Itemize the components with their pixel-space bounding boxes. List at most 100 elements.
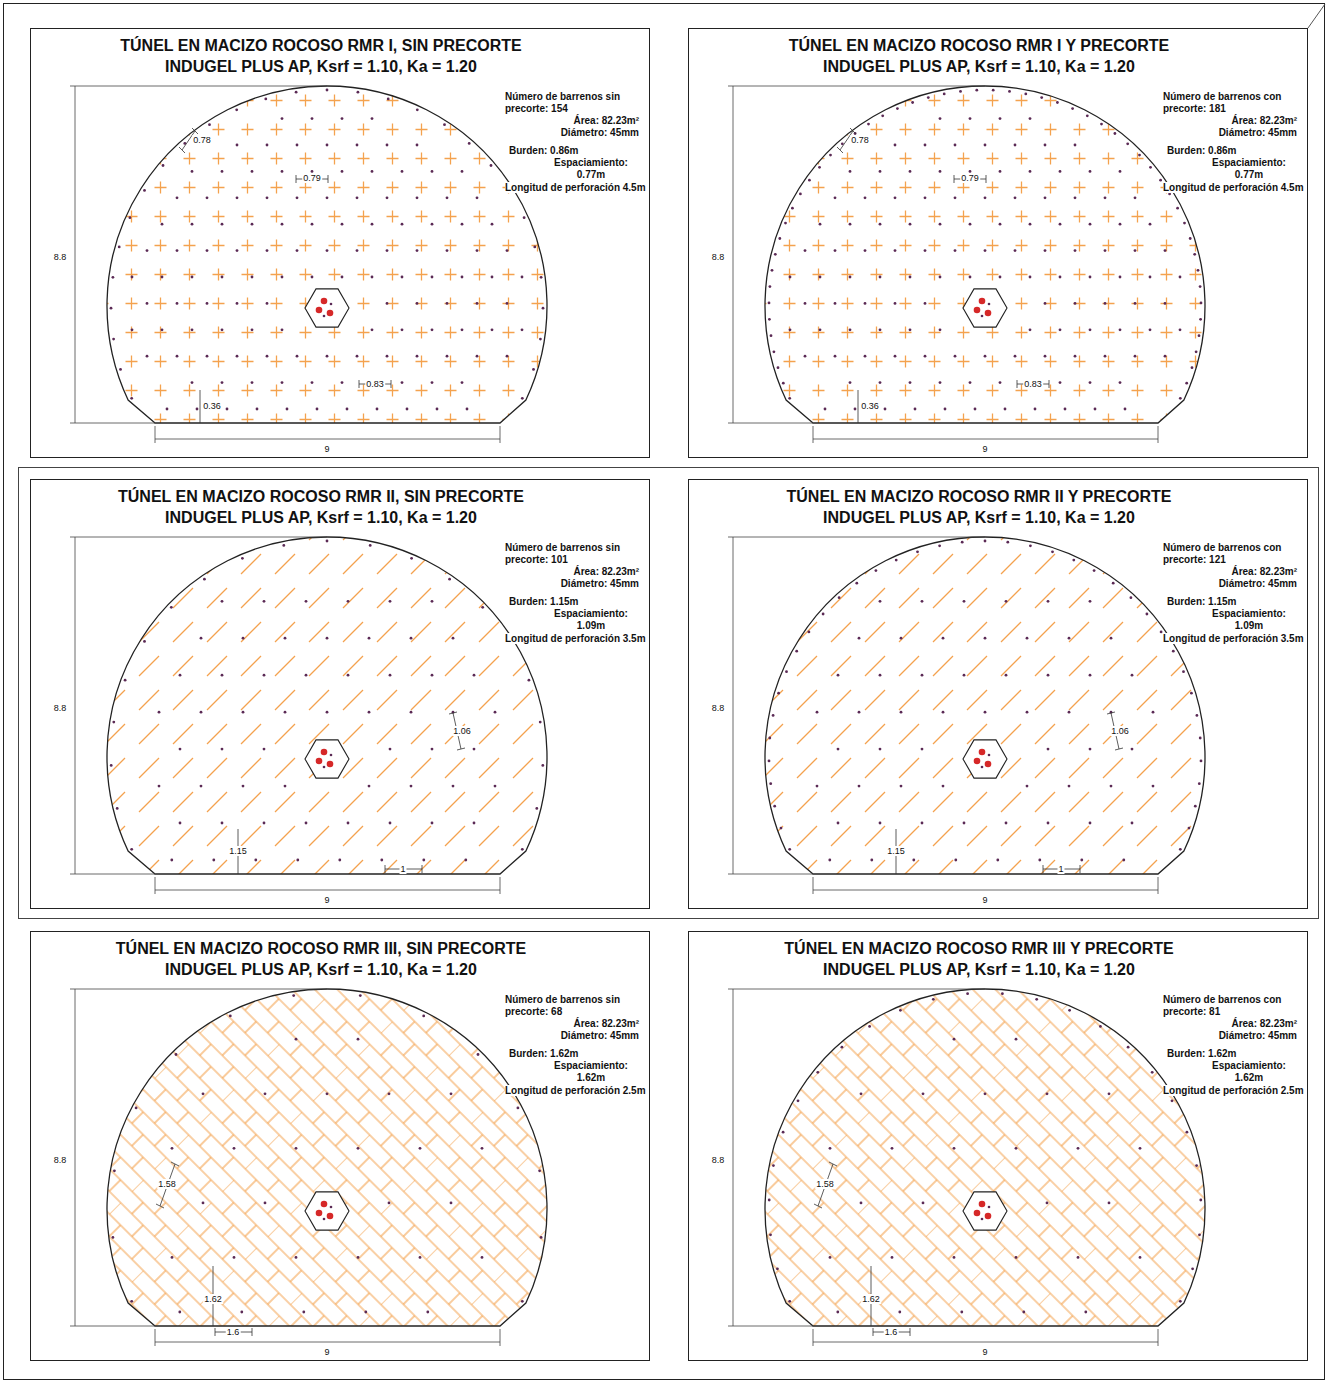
blast-hole bbox=[281, 381, 284, 384]
blast-hole bbox=[112, 721, 115, 724]
blast-hole bbox=[1089, 748, 1092, 751]
blast-hole bbox=[900, 711, 903, 714]
blast-hole bbox=[1122, 859, 1125, 862]
blast-hole bbox=[909, 170, 912, 173]
blast-hole bbox=[1080, 859, 1083, 862]
blast-hole bbox=[819, 328, 822, 331]
burden-value: Burden: 1.15m bbox=[1167, 596, 1236, 607]
blast-hole bbox=[236, 355, 239, 358]
blast-hole bbox=[251, 328, 254, 331]
info-line: Número de barrenos con precorte: 121 bbox=[1163, 542, 1305, 566]
dimension-leader bbox=[814, 1162, 837, 1208]
blast-hole bbox=[1005, 822, 1008, 825]
blast-hole bbox=[1146, 613, 1149, 616]
relief-hole bbox=[974, 307, 981, 314]
dimension-label: 8.8 bbox=[711, 252, 726, 262]
blast-hole bbox=[771, 269, 774, 272]
blast-hole bbox=[849, 276, 852, 279]
blast-hole bbox=[834, 249, 837, 252]
blast-hole bbox=[819, 276, 822, 279]
blast-hole bbox=[171, 1256, 174, 1259]
blast-hole bbox=[1077, 1147, 1080, 1150]
blast-hole bbox=[1104, 249, 1107, 252]
relief-hole bbox=[327, 1213, 334, 1220]
blast-hole bbox=[909, 276, 912, 279]
blast-hole bbox=[939, 276, 942, 279]
blast-hole bbox=[226, 408, 229, 411]
blast-hole bbox=[1176, 207, 1179, 210]
blast-hole bbox=[129, 216, 132, 219]
blast-hole bbox=[895, 559, 898, 562]
cut-hole bbox=[988, 754, 991, 757]
blast-hole bbox=[481, 606, 484, 609]
blast-hole bbox=[477, 1053, 480, 1056]
blast-hole bbox=[401, 328, 404, 331]
blast-hole bbox=[200, 785, 203, 788]
blast-hole bbox=[837, 674, 840, 677]
blast-hole bbox=[206, 355, 209, 358]
blast-hole bbox=[158, 785, 161, 788]
blast-hole bbox=[1047, 674, 1050, 677]
blast-hole bbox=[772, 714, 775, 717]
blast-hole bbox=[161, 328, 164, 331]
blast-hole bbox=[431, 748, 434, 751]
info-line: Área: 82.23m² bbox=[505, 1018, 647, 1030]
cut-hexagon bbox=[963, 740, 1007, 778]
blast-hole bbox=[476, 196, 479, 199]
blast-hole bbox=[939, 117, 942, 120]
blast-hole bbox=[921, 748, 924, 751]
blast-hole bbox=[954, 196, 957, 199]
blast-hole bbox=[1200, 302, 1203, 305]
info-line: Número de barrenos con precorte: 81 bbox=[1163, 994, 1305, 1018]
blast-hole bbox=[326, 355, 329, 358]
blast-hole bbox=[476, 249, 479, 252]
dimension-label: 0.83 bbox=[1023, 379, 1043, 389]
blast-hole bbox=[368, 785, 371, 788]
cut-hole bbox=[323, 766, 326, 769]
title-line: TÚNEL EN MACIZO ROCOSO RMR III, SIN PREC… bbox=[31, 939, 611, 958]
blast-hole bbox=[178, 1311, 181, 1314]
blast-hole bbox=[1189, 237, 1192, 240]
blast-hole bbox=[1185, 382, 1188, 385]
title-line: TÚNEL EN MACIZO ROCOSO RMR III Y PRECORT… bbox=[689, 939, 1269, 958]
blast-hole bbox=[528, 679, 531, 682]
blast-hole bbox=[924, 355, 927, 358]
blast-hole bbox=[282, 544, 285, 547]
blast-hole bbox=[212, 859, 215, 862]
blast-hole bbox=[1047, 822, 1050, 825]
blast-hole bbox=[356, 196, 359, 199]
width-dimension bbox=[155, 877, 500, 894]
blast-hole bbox=[1074, 249, 1077, 252]
blast-hole bbox=[1015, 1038, 1018, 1041]
blast-hole bbox=[241, 557, 244, 560]
blast-hole bbox=[954, 355, 957, 358]
blast-hole bbox=[879, 674, 882, 677]
dimension-label: 1.06 bbox=[452, 726, 472, 736]
blast-hole bbox=[446, 249, 449, 252]
blast-hole bbox=[143, 640, 146, 643]
blast-hole bbox=[541, 764, 544, 767]
drill-length: Longitud de perforación 3.5m bbox=[1163, 633, 1304, 644]
blast-hole bbox=[110, 307, 113, 310]
blast-hole bbox=[1138, 154, 1141, 157]
cut-hole bbox=[323, 1218, 326, 1221]
blast-hole bbox=[969, 381, 972, 384]
relief-hole bbox=[327, 310, 334, 317]
blast-hole bbox=[240, 1311, 243, 1314]
blast-hole bbox=[860, 1092, 863, 1095]
blast-hole bbox=[341, 276, 344, 279]
height-dimension bbox=[70, 86, 327, 423]
blast-hole bbox=[406, 408, 409, 411]
blast-hole bbox=[386, 144, 389, 147]
blast-hole bbox=[799, 193, 802, 196]
dimension-label: 1.6 bbox=[884, 1327, 899, 1337]
dimension-label: 8.8 bbox=[53, 252, 68, 262]
blast-hole bbox=[191, 276, 194, 279]
blast-hole bbox=[1134, 302, 1137, 305]
blast-pattern-panel: TÚNEL EN MACIZO ROCOSO RMR II, SIN PRECO… bbox=[30, 479, 650, 909]
blast-hole bbox=[788, 848, 791, 851]
blast-hole bbox=[899, 1009, 902, 1012]
blast-hole bbox=[229, 1015, 232, 1018]
blast-hole bbox=[1029, 223, 1032, 226]
blast-hole bbox=[1108, 1202, 1111, 1205]
